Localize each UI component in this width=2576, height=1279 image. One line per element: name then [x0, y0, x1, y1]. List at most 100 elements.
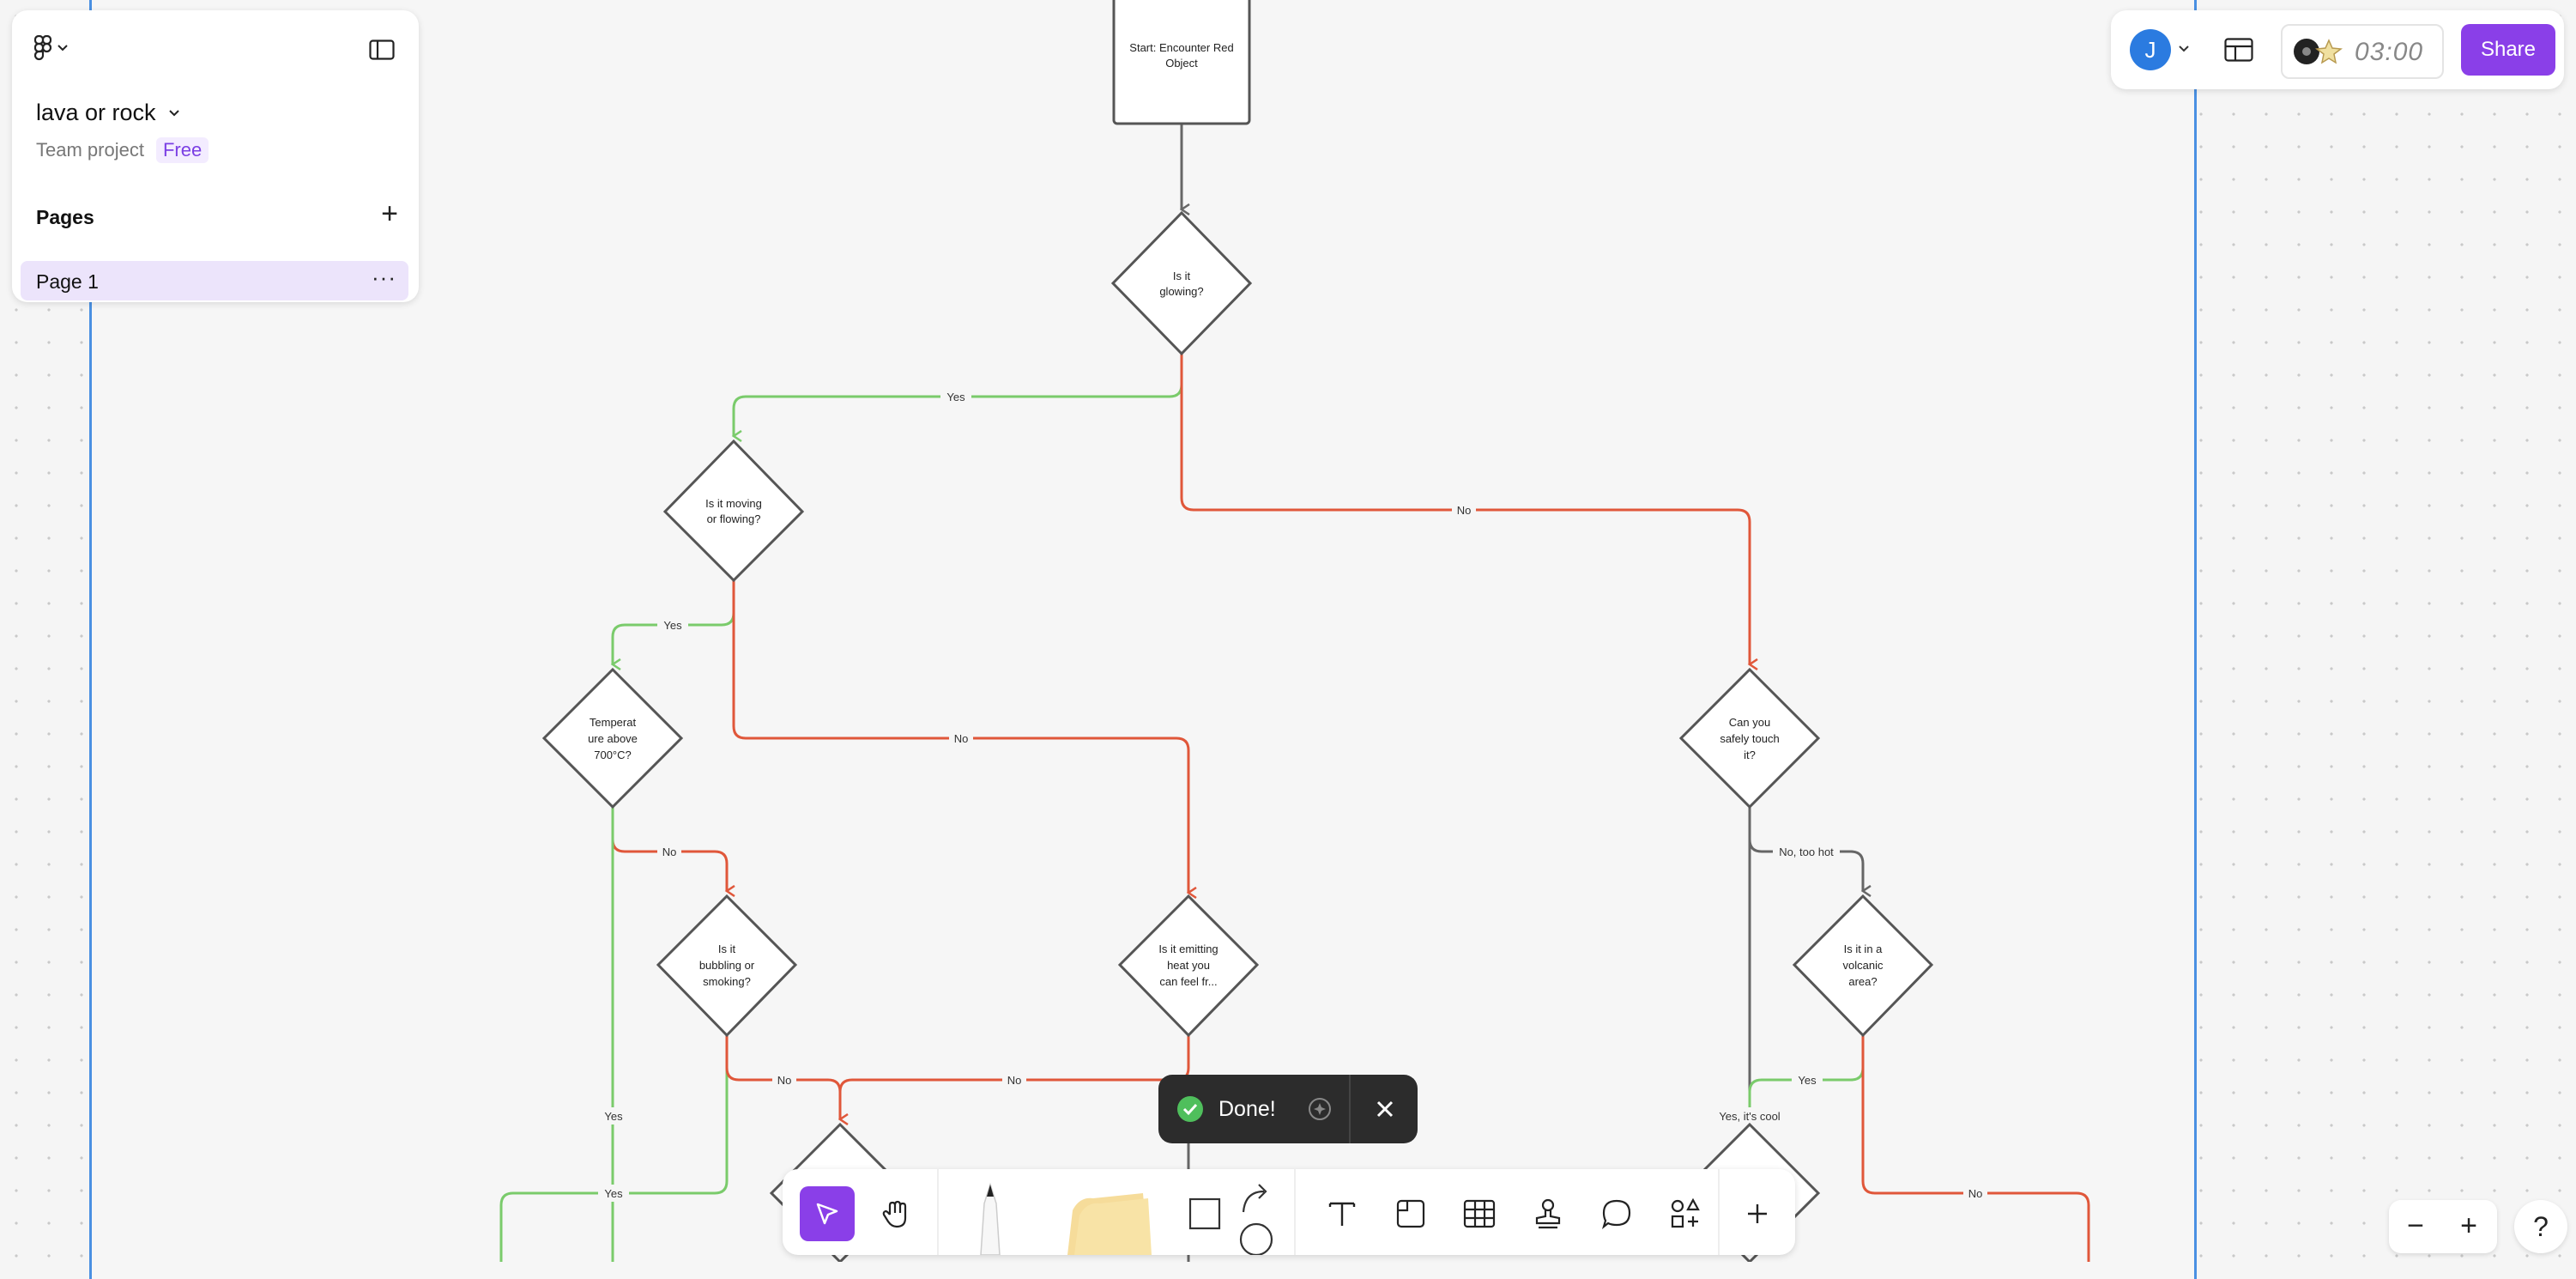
zoom-out-button[interactable]: −	[2407, 1209, 2424, 1242]
edge-label-yes: Yes	[663, 619, 682, 632]
section-tool-button[interactable]	[1383, 1186, 1438, 1241]
top-right-bar: J 03:00 Share	[2111, 10, 2564, 89]
toast-divider	[1349, 1075, 1351, 1143]
more-tools-button[interactable]	[1730, 1186, 1785, 1241]
layout-button[interactable]	[2224, 38, 2253, 62]
figma-logo-icon	[34, 35, 51, 61]
chevron-down-icon	[57, 45, 68, 52]
music-star-icon	[2294, 39, 2343, 64]
sidebar-icon	[369, 39, 395, 60]
canvas-section[interactable]	[89, 0, 2197, 1279]
text-tool-button[interactable]	[1315, 1186, 1370, 1241]
shapes-plus-icon	[1671, 1197, 1700, 1228]
main-menu-button[interactable]	[34, 34, 77, 62]
text-icon	[1328, 1202, 1356, 1226]
touch-text-2: safely touch	[1720, 732, 1779, 745]
table-tool-button[interactable]	[1452, 1186, 1507, 1241]
start-node-text-1: Start: Encounter Red	[1129, 41, 1233, 54]
chevron-down-icon	[2179, 45, 2189, 52]
sticky-note-icon	[1067, 1193, 1152, 1255]
heat-text-3: can feel fr...	[1159, 975, 1217, 988]
edge-label-no: No	[1457, 504, 1472, 517]
heat-text-2: heat you	[1167, 959, 1210, 972]
start-node[interactable]	[1112, 0, 1251, 125]
decision-volcanic[interactable]	[1792, 894, 1934, 1038]
edge-label-no: No	[777, 1074, 792, 1087]
bubbling-text-3: smoking?	[703, 975, 751, 988]
decision-glowing[interactable]	[1110, 210, 1253, 356]
marker-pen-icon	[980, 1182, 1001, 1255]
volcanic-text-2: volcanic	[1843, 959, 1884, 972]
shape-tool-button[interactable]	[1177, 1186, 1232, 1241]
project-title-text: lava or rock	[36, 100, 156, 125]
cursor-icon	[816, 1203, 838, 1225]
toolbar-divider	[1294, 1169, 1296, 1255]
hand-tool-button[interactable]	[868, 1186, 923, 1241]
bubbling-text-1: Is it	[718, 943, 736, 955]
page-item-label: Page 1	[36, 270, 99, 293]
volcanic-text-1: Is it in a	[1844, 943, 1884, 955]
close-icon	[1376, 1100, 1394, 1118]
toast-action-button[interactable]	[1306, 1095, 1333, 1123]
temp-text-2: ure above	[588, 732, 638, 745]
toolbar-divider	[937, 1169, 939, 1255]
table-icon	[1463, 1199, 1496, 1228]
layout-icon	[2224, 38, 2253, 62]
page-item[interactable]: Page 1 ···	[21, 261, 408, 300]
page-options-button[interactable]: ···	[372, 264, 396, 290]
avatar[interactable]: J	[2130, 29, 2171, 70]
project-title[interactable]: lava or rock	[36, 100, 180, 126]
decision-heat[interactable]	[1117, 894, 1260, 1038]
timer-text: 03:00	[2355, 38, 2424, 66]
decision-bubbling[interactable]	[656, 894, 798, 1038]
widgets-button[interactable]	[1658, 1186, 1713, 1241]
pages-header: Pages	[36, 206, 94, 228]
glowing-text-1: Is it	[1173, 270, 1191, 282]
plan-badge[interactable]: Free	[155, 137, 209, 163]
square-icon	[1188, 1197, 1221, 1230]
connector-volcanic-no[interactable]	[1861, 1035, 2090, 1262]
arrow-circle-icon	[1239, 1184, 1273, 1255]
toolbar-divider	[1718, 1169, 1720, 1255]
moving-text-1: Is it moving	[705, 497, 762, 510]
decision-touch[interactable]	[1678, 667, 1821, 809]
volcanic-text-3: area?	[1848, 975, 1877, 988]
left-panel: lava or rock Team project Free Pages + P…	[12, 10, 419, 302]
zoom-in-button[interactable]: +	[2460, 1209, 2477, 1242]
sparkle-settings-icon	[1309, 1098, 1331, 1120]
zoom-controls: − +	[2389, 1200, 2497, 1253]
temp-text-3: 700°C?	[594, 749, 632, 761]
stamp-tool-button[interactable]	[1521, 1186, 1575, 1241]
add-page-button[interactable]: +	[381, 197, 398, 230]
chevron-down-icon	[168, 109, 179, 116]
share-button[interactable]: Share	[2461, 24, 2555, 76]
sticky-note-button[interactable]	[1059, 1181, 1153, 1255]
toggle-sidebar-button[interactable]	[369, 39, 395, 60]
toast-close-button[interactable]	[1371, 1095, 1399, 1123]
touch-text-3: it?	[1744, 749, 1756, 761]
done-toast: Done!	[1158, 1075, 1418, 1143]
help-button[interactable]: ?	[2514, 1200, 2567, 1253]
avatar-menu-button[interactable]	[2178, 39, 2190, 58]
timer-widget[interactable]: 03:00	[2281, 24, 2444, 79]
connector-tool-button[interactable]	[1229, 1178, 1284, 1255]
project-subtitle: Team project Free	[36, 137, 209, 163]
edge-label-yes: Yes	[1798, 1074, 1817, 1087]
hand-icon	[882, 1200, 907, 1228]
edge-label-yes: Yes	[604, 1187, 623, 1200]
comment-icon	[1601, 1199, 1631, 1229]
pen-tool-button[interactable]	[963, 1181, 1018, 1255]
temp-text-1: Temperat	[590, 716, 637, 729]
glowing-text-2: glowing?	[1159, 285, 1203, 298]
stamp-icon	[1535, 1198, 1561, 1229]
decision-moving[interactable]	[662, 439, 805, 583]
edge-label-no: No	[954, 732, 969, 745]
team-label: Team project	[36, 139, 144, 161]
move-tool-button[interactable]	[800, 1186, 855, 1241]
decision-temperature[interactable]	[541, 667, 684, 809]
plus-icon	[1748, 1204, 1767, 1223]
comment-tool-button[interactable]	[1589, 1186, 1644, 1241]
heat-text-1: Is it emitting	[1158, 943, 1218, 955]
section-icon	[1396, 1199, 1425, 1228]
